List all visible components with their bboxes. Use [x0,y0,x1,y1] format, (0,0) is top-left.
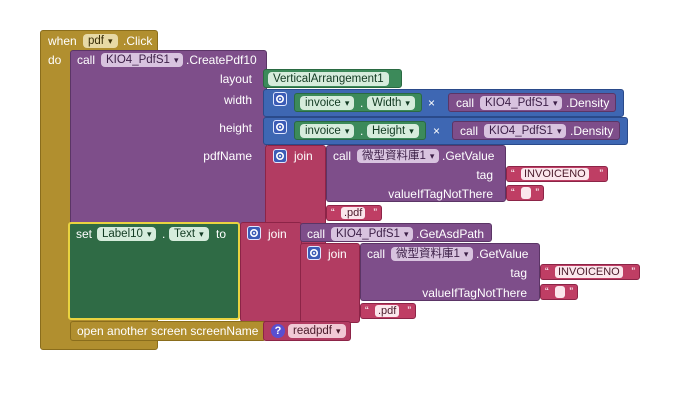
pdf-suffix-value[interactable]: .pdf [375,305,400,317]
join-label: join [294,149,313,163]
component-dropdown-pdf[interactable]: pdf [83,34,118,48]
to-label: to [216,227,227,241]
pdf-suffix-string[interactable]: “ .pdf ” [326,205,382,221]
default-string-value[interactable] [521,187,531,199]
gear-icon[interactable] [247,226,261,240]
call-label: call [307,227,326,241]
call-label: call [367,247,386,261]
component-dropdown-kio4[interactable]: KIO4_PdfS1 [480,96,563,110]
default-string-block[interactable]: “ ” [540,284,578,300]
createpdf10-call-block[interactable] [70,50,267,226]
pdf-suffix-string[interactable]: “ .pdf ” [360,303,416,319]
tag-label: tag [510,266,527,280]
event-name: .Click [123,34,153,48]
component-dropdown-kio4[interactable]: KIO4_PdfS1 [484,124,567,138]
getvalue-method: .GetValue [442,149,495,163]
multiply-operator: × [433,124,441,138]
gear-icon[interactable] [273,120,287,134]
join-label: join [328,247,347,261]
set-label: set [76,227,93,241]
gear-icon[interactable] [307,246,321,260]
param-height-label: height [219,121,252,135]
gear-icon[interactable] [273,149,287,163]
text-property-dropdown[interactable]: Text [169,227,209,241]
screen-name-dropdown[interactable]: readpdf [288,324,346,338]
tag-string-value[interactable]: INVOICENO [555,266,623,278]
density-method: .Density [566,96,610,110]
dot-separator: . [360,124,364,138]
param-pdfname-label: pdfName [203,149,252,163]
call-label: call [460,124,479,138]
tinydb-dropdown[interactable]: 微型資料庫1 [357,149,440,163]
getasdpath-method: .GetAsdPath [416,227,485,241]
call-label: call [456,96,475,110]
tag-label: tag [476,168,493,182]
dot-separator: . [162,227,166,241]
default-label: valueIfTagNotThere [422,286,527,300]
width-property-dropdown[interactable]: Width [367,96,415,110]
help-icon[interactable]: ? [271,324,285,338]
default-string-value[interactable] [555,286,565,298]
density-method: .Density [570,124,614,138]
param-layout-label: layout [219,72,252,86]
layout-component-value[interactable]: VerticalArrangement1 [268,72,389,86]
default-string-block[interactable]: “ ” [506,185,544,201]
multiply-operator: × [428,96,436,110]
when-label: when [48,34,77,48]
component-dropdown-kio4[interactable]: KIO4_PdfS1 [101,53,184,67]
tag-string-block[interactable]: “ INVOICENO ” [506,166,608,182]
default-label: valueIfTagNotThere [388,187,493,201]
param-width-label: width [223,93,252,107]
invoice-dropdown[interactable]: invoice [300,96,355,110]
open-screen-label: open another screen screenName [77,324,259,338]
call-label: call [333,149,352,163]
dot-separator: . [360,96,364,110]
tinydb-dropdown[interactable]: 微型資料庫1 [391,247,474,261]
gear-icon[interactable] [273,92,287,106]
method-name: .CreatePdf10 [186,53,257,67]
do-label: do [48,53,62,67]
label10-dropdown[interactable]: Label10 [97,227,157,241]
height-property-dropdown[interactable]: Height [367,124,419,138]
tag-string-value[interactable]: INVOICENO [521,168,589,180]
component-dropdown-kio4[interactable]: KIO4_PdfS1 [331,227,414,241]
pdf-suffix-value[interactable]: .pdf [341,207,366,219]
getvalue-method: .GetValue [476,247,529,261]
invoice-dropdown[interactable]: invoice [300,124,355,138]
call-label: call [77,53,96,67]
join-label: join [268,227,287,241]
tag-string-block[interactable]: “ INVOICENO ” [540,264,640,280]
